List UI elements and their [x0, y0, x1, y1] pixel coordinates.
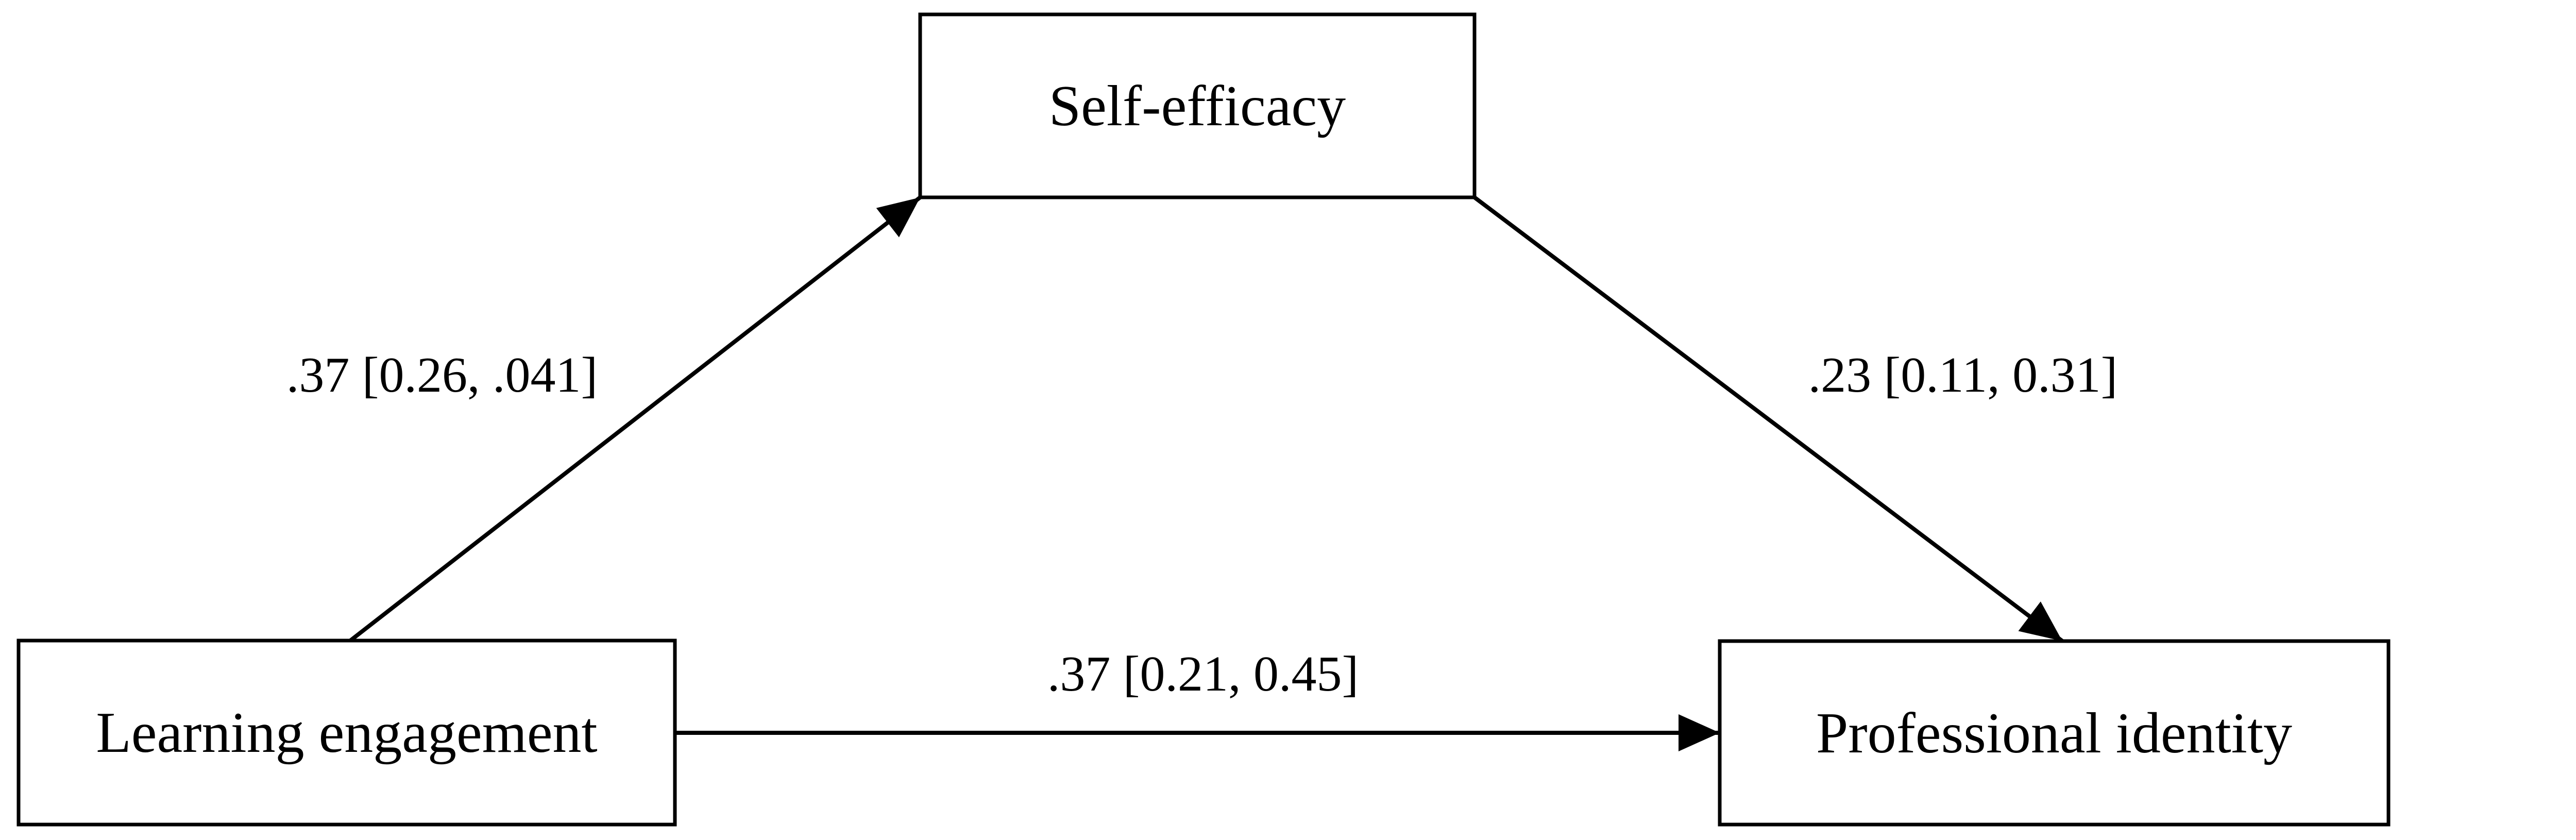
edge-label-c-path: .37 [0.21, 0.45] — [1047, 646, 1359, 702]
node-label-professional-identity: Professional identity — [1816, 701, 2292, 765]
node-box-professional-identity — [1718, 639, 2391, 827]
edge-label-a-path: .37 [0.26, .041] — [286, 347, 598, 403]
edge-label-b-path: .23 [0.11, 0.31] — [1808, 347, 2118, 403]
edge-learning-engagement-to-self-efficacy — [349, 195, 922, 643]
node-label-learning-engagement: Learning engagement — [96, 701, 597, 765]
edge-self-efficacy-to-professional-identity — [1473, 195, 2064, 643]
node-box-learning-engagement — [16, 639, 677, 827]
node-box-self-efficacy — [918, 12, 1477, 199]
node-label-self-efficacy: Self-efficacy — [1049, 74, 1346, 138]
